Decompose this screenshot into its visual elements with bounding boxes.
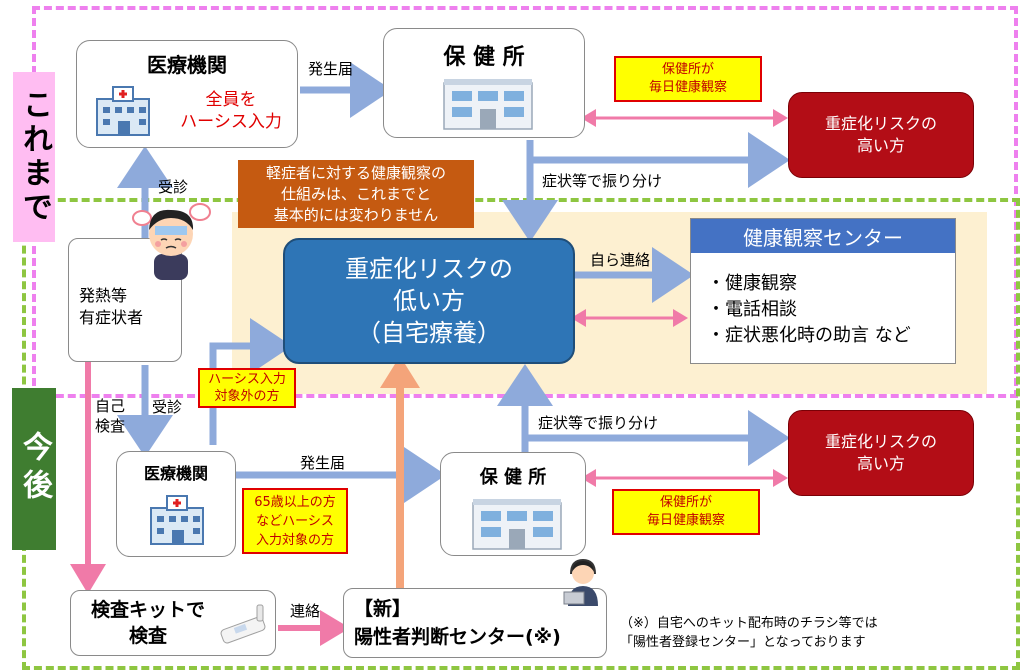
before-visit-label: 受診 <box>158 178 189 196</box>
before-side-label: これまで <box>13 72 55 242</box>
health-center-box: 健康観察センター ・健康観察 ・電話相談 ・症状悪化時の助言 など <box>690 218 956 364</box>
before-hc-note: 保健所が 毎日健康観察 <box>614 56 762 102</box>
hospital-icon <box>93 85 153 137</box>
after-hospital-box: 医療機関 <box>116 451 236 557</box>
operator-icon <box>560 556 606 606</box>
after-sort-label: 症状等で振り分け <box>538 414 659 432</box>
hersys-out-note: ハーシス入力 対象外の方 <box>198 368 296 408</box>
health-center-title: 健康観察センター <box>691 219 955 253</box>
center-lowrisk-box: 重症化リスクの 低い方 （自宅療養） <box>283 238 575 364</box>
before-sort-label: 症状等で振り分け <box>542 172 663 190</box>
test-kit-box: 検査キットで 検査 <box>70 590 276 656</box>
self-test-label: 自己 検査 <box>95 397 126 435</box>
after-visit-label: 受診 <box>152 398 183 416</box>
footnote: （※）自宅へのキット配布時のチラシ等では 「陽性者登録センター」となっております <box>620 616 878 650</box>
building-icon <box>442 75 534 131</box>
before-healthcenter-box: 保 健 所 <box>383 28 585 138</box>
contact-label: 連絡 <box>290 602 321 620</box>
before-hospital-note: 全員を ハーシス入力 <box>180 90 282 132</box>
after-healthcenter-title: 保 健 所 <box>479 467 547 488</box>
positive-center-label: 【新】 陽性者判断センター(※) <box>354 598 561 648</box>
before-report-label: 発生届 <box>308 60 354 78</box>
before-hospital-box: 医療機関 全員を ハーシス入力 <box>76 40 298 148</box>
arrow-hersys-out <box>209 318 292 445</box>
test-kit-label: 検査キットで 検査 <box>90 599 205 647</box>
patient-label: 発熱等 有症状者 <box>79 286 144 327</box>
after-highrisk-box: 重症化リスクの 高い方 <box>788 410 974 496</box>
building-icon <box>471 495 563 551</box>
orange-note: 軽症者に対する健康観察の 仕組みは、これまでと 基本的には変わりません <box>238 160 474 228</box>
hersys-in-note: 65歳以上の方 などハーシス 入力対象の方 <box>242 488 348 554</box>
hospital-icon <box>147 494 207 546</box>
after-report-label: 発生届 <box>300 454 346 472</box>
after-hospital-title: 医療機関 <box>143 464 208 483</box>
before-hospital-title: 医療機関 <box>147 53 227 77</box>
after-side-label: 今後 <box>12 388 56 550</box>
sick-person-icon <box>128 196 214 280</box>
before-healthcenter-title: 保 健 所 <box>443 45 525 70</box>
self-contact-label: 自ら連絡 <box>590 251 651 269</box>
after-healthcenter-box: 保 健 所 <box>440 452 586 556</box>
health-center-items: ・健康観察 ・電話相談 ・症状悪化時の助言 など <box>707 273 911 346</box>
test-kit-icon <box>217 601 273 647</box>
positive-center-box: 【新】 陽性者判断センター(※) <box>343 588 607 658</box>
before-highrisk-box: 重症化リスクの 高い方 <box>788 92 974 178</box>
after-hc-note: 保健所が 毎日健康観察 <box>612 489 760 535</box>
